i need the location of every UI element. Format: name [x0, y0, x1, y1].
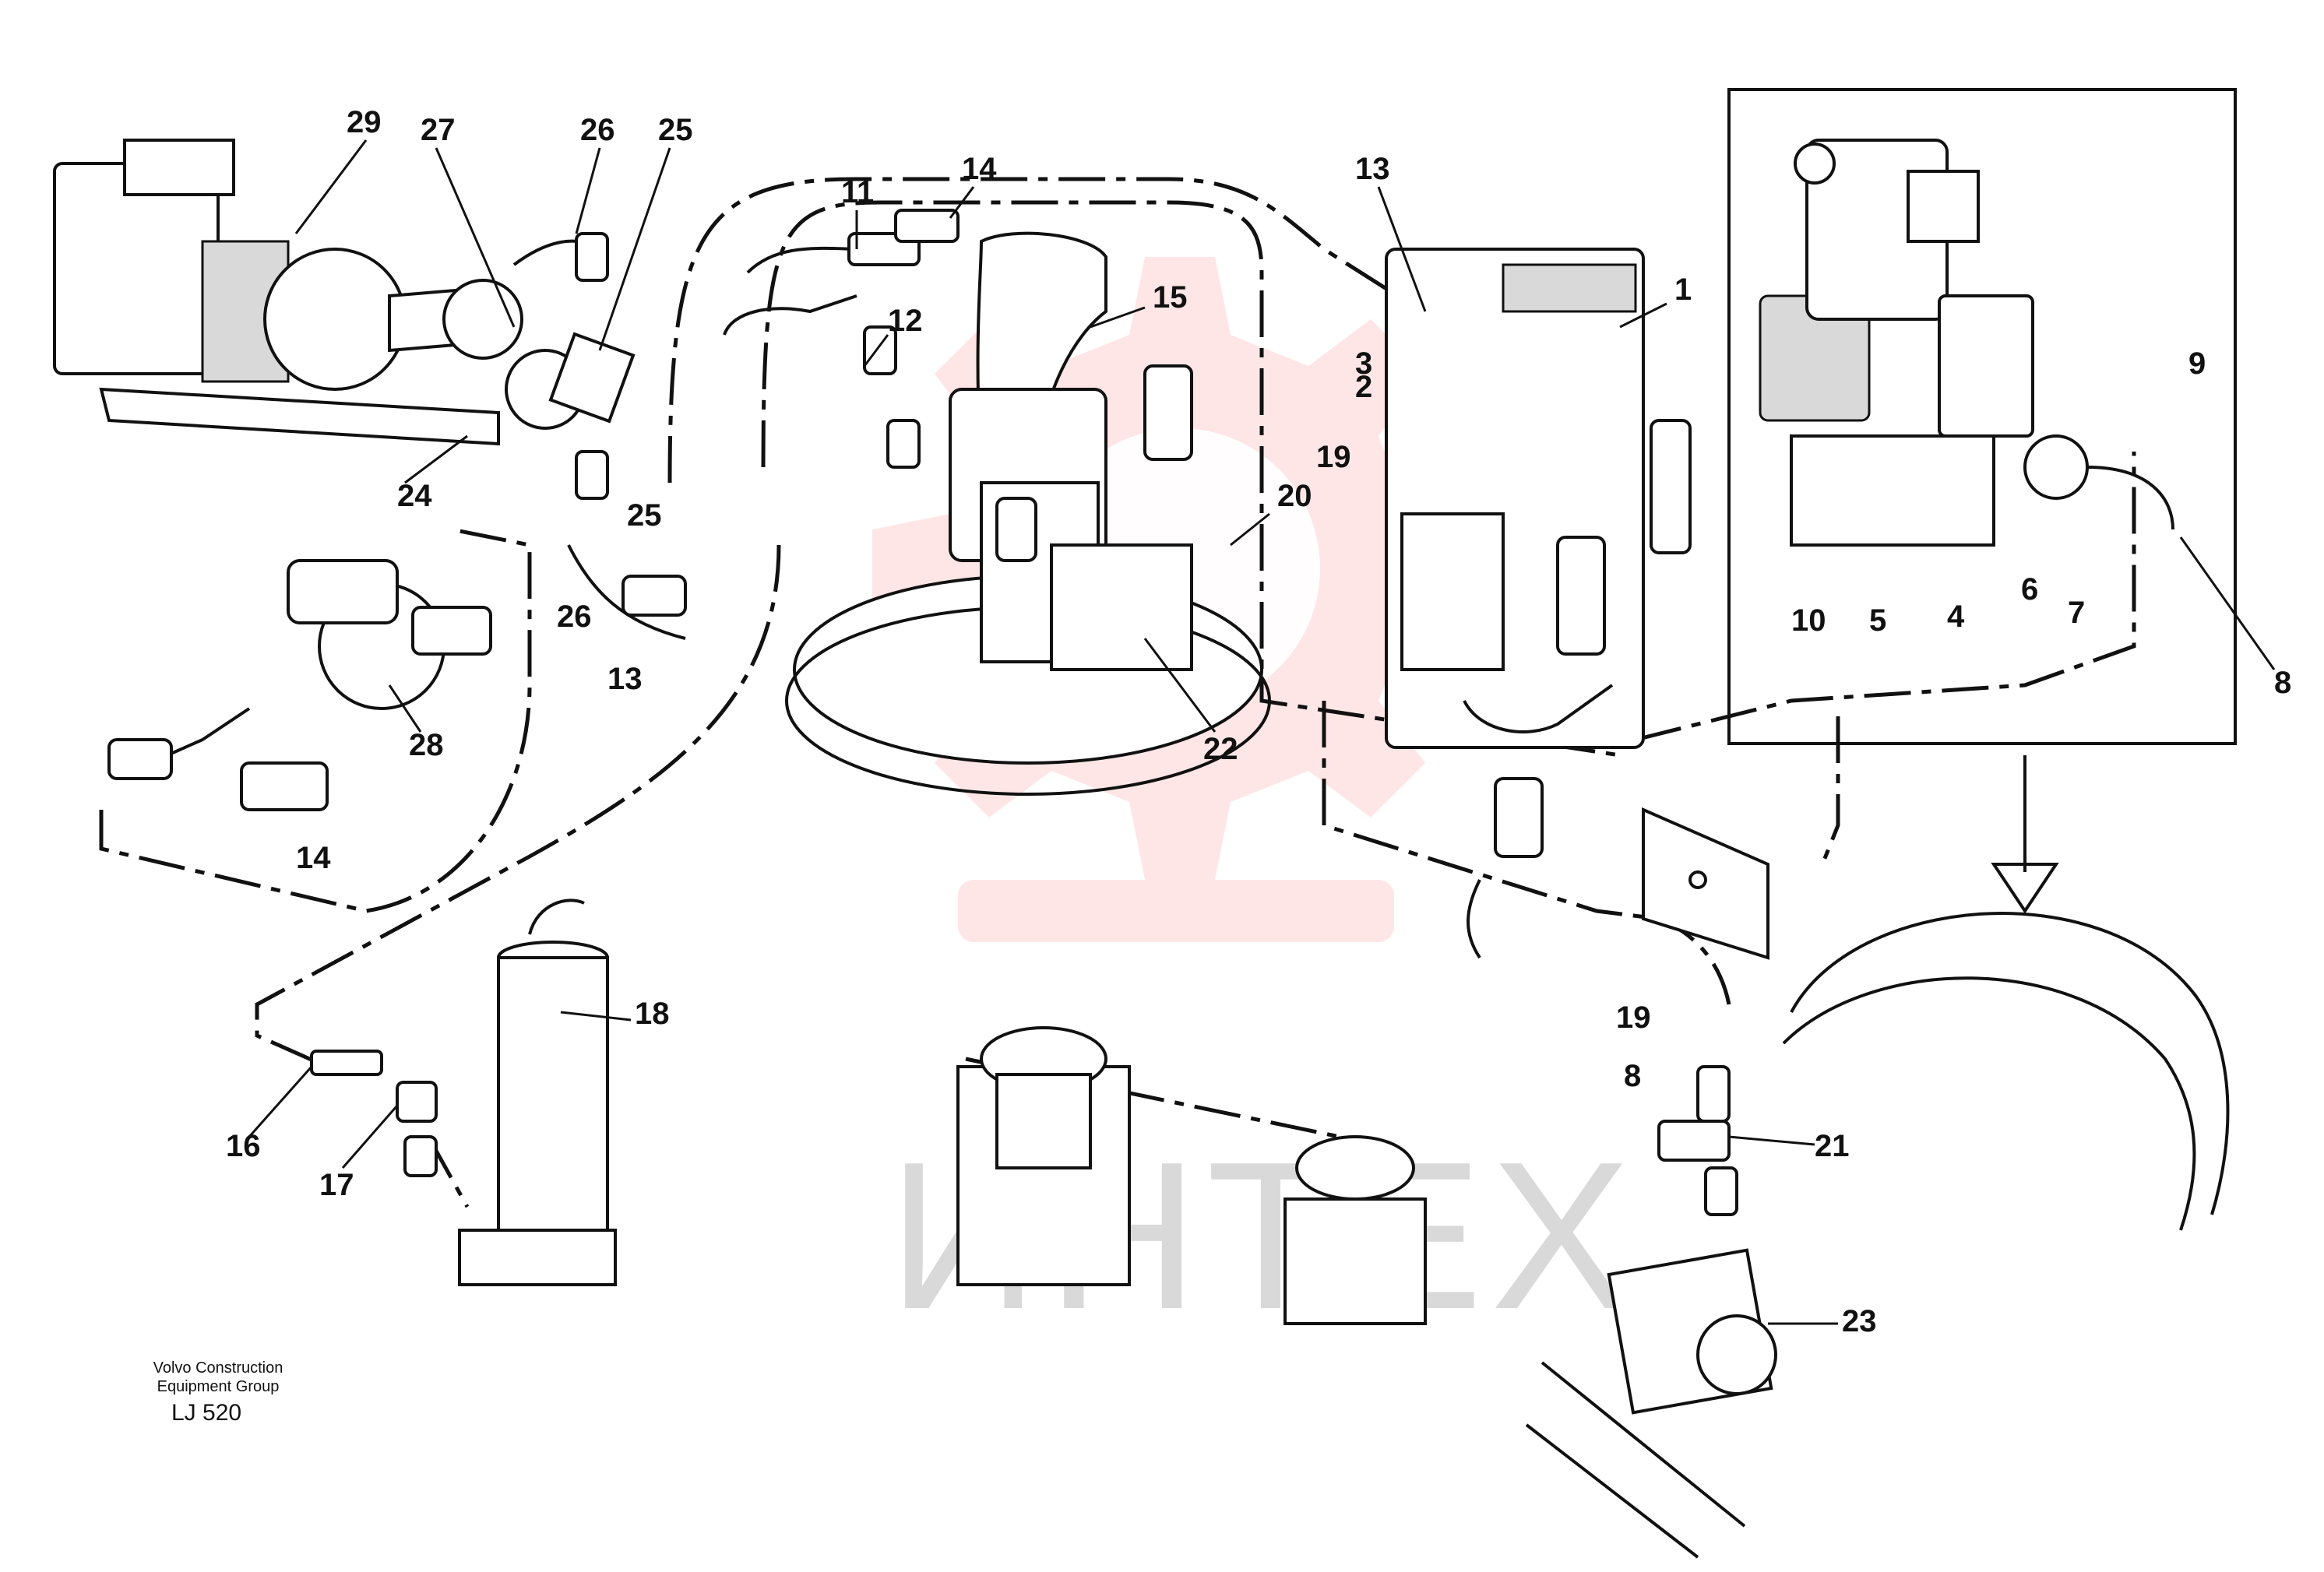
callout-4: 4	[1947, 600, 1965, 634]
callout-9: 9	[2188, 346, 2206, 381]
callout-24: 24	[397, 479, 432, 513]
inset-detail-view	[1727, 88, 2237, 745]
control-valve-block	[1385, 248, 1692, 959]
generator-unit	[53, 139, 523, 446]
callout-15: 15	[1153, 280, 1188, 315]
callout-18: 18	[635, 997, 670, 1031]
caption-code: LJ 520	[171, 1400, 242, 1426]
callout-25-top: 25	[658, 113, 693, 147]
callout-3: 3	[1355, 346, 1372, 381]
caption-company-line2: Equipment Group	[157, 1378, 280, 1395]
leader-lines	[248, 139, 2276, 1325]
auxiliary-pump	[107, 559, 492, 811]
filter-housing	[458, 899, 617, 1286]
callout-21: 21	[1815, 1129, 1850, 1163]
callout-19-bottom: 19	[1616, 1001, 1651, 1035]
callout-10: 10	[1791, 603, 1826, 638]
callout-labels: 29 27 26 25 14 11 12 15 13 1 3 2 19 20 2…	[226, 105, 2291, 1338]
callout-13-top: 13	[1355, 152, 1390, 186]
caption-company-line1: Volvo Construction	[153, 1359, 283, 1377]
callout-16: 16	[226, 1129, 261, 1163]
valve-23-group	[1525, 1065, 1777, 1559]
central-valve-assembly	[723, 209, 1271, 796]
callout-6: 6	[2021, 572, 2038, 607]
mounting-bracket	[1642, 807, 1769, 960]
callout-27: 27	[421, 113, 456, 147]
callout-23: 23	[1842, 1304, 1877, 1338]
hydraulic-lines	[99, 177, 2136, 1208]
callout-26-mid: 26	[557, 600, 592, 634]
callout-26-top: 26	[580, 113, 615, 147]
pump-fittings	[505, 232, 687, 640]
callout-14-top: 14	[962, 152, 997, 186]
callout-1: 1	[1674, 273, 1692, 307]
callout-17: 17	[319, 1168, 354, 1202]
callout-2: 2	[1355, 370, 1372, 404]
callout-29: 29	[347, 105, 382, 139]
callout-20: 20	[1277, 479, 1312, 513]
fittings-16-17	[310, 1050, 438, 1177]
callout-12: 12	[888, 304, 923, 338]
callout-22: 22	[1203, 732, 1238, 766]
callout-8-inset: 8	[2274, 666, 2291, 700]
diagram-caption: Volvo Construction Equipment Group LJ 52…	[117, 1359, 319, 1430]
callout-19-top: 19	[1316, 440, 1351, 474]
callout-11: 11	[841, 175, 874, 209]
callout-13-mid: 13	[607, 662, 643, 696]
callout-5: 5	[1869, 603, 1886, 638]
slewing-ring	[1782, 755, 2230, 1231]
callout-14-bottom: 14	[296, 841, 331, 875]
callout-28: 28	[409, 728, 444, 762]
bottom-modules	[956, 1026, 1427, 1325]
callout-8-bottom: 8	[1624, 1059, 1641, 1093]
callout-7: 7	[2068, 596, 2085, 630]
callout-25-mid: 25	[627, 498, 662, 533]
